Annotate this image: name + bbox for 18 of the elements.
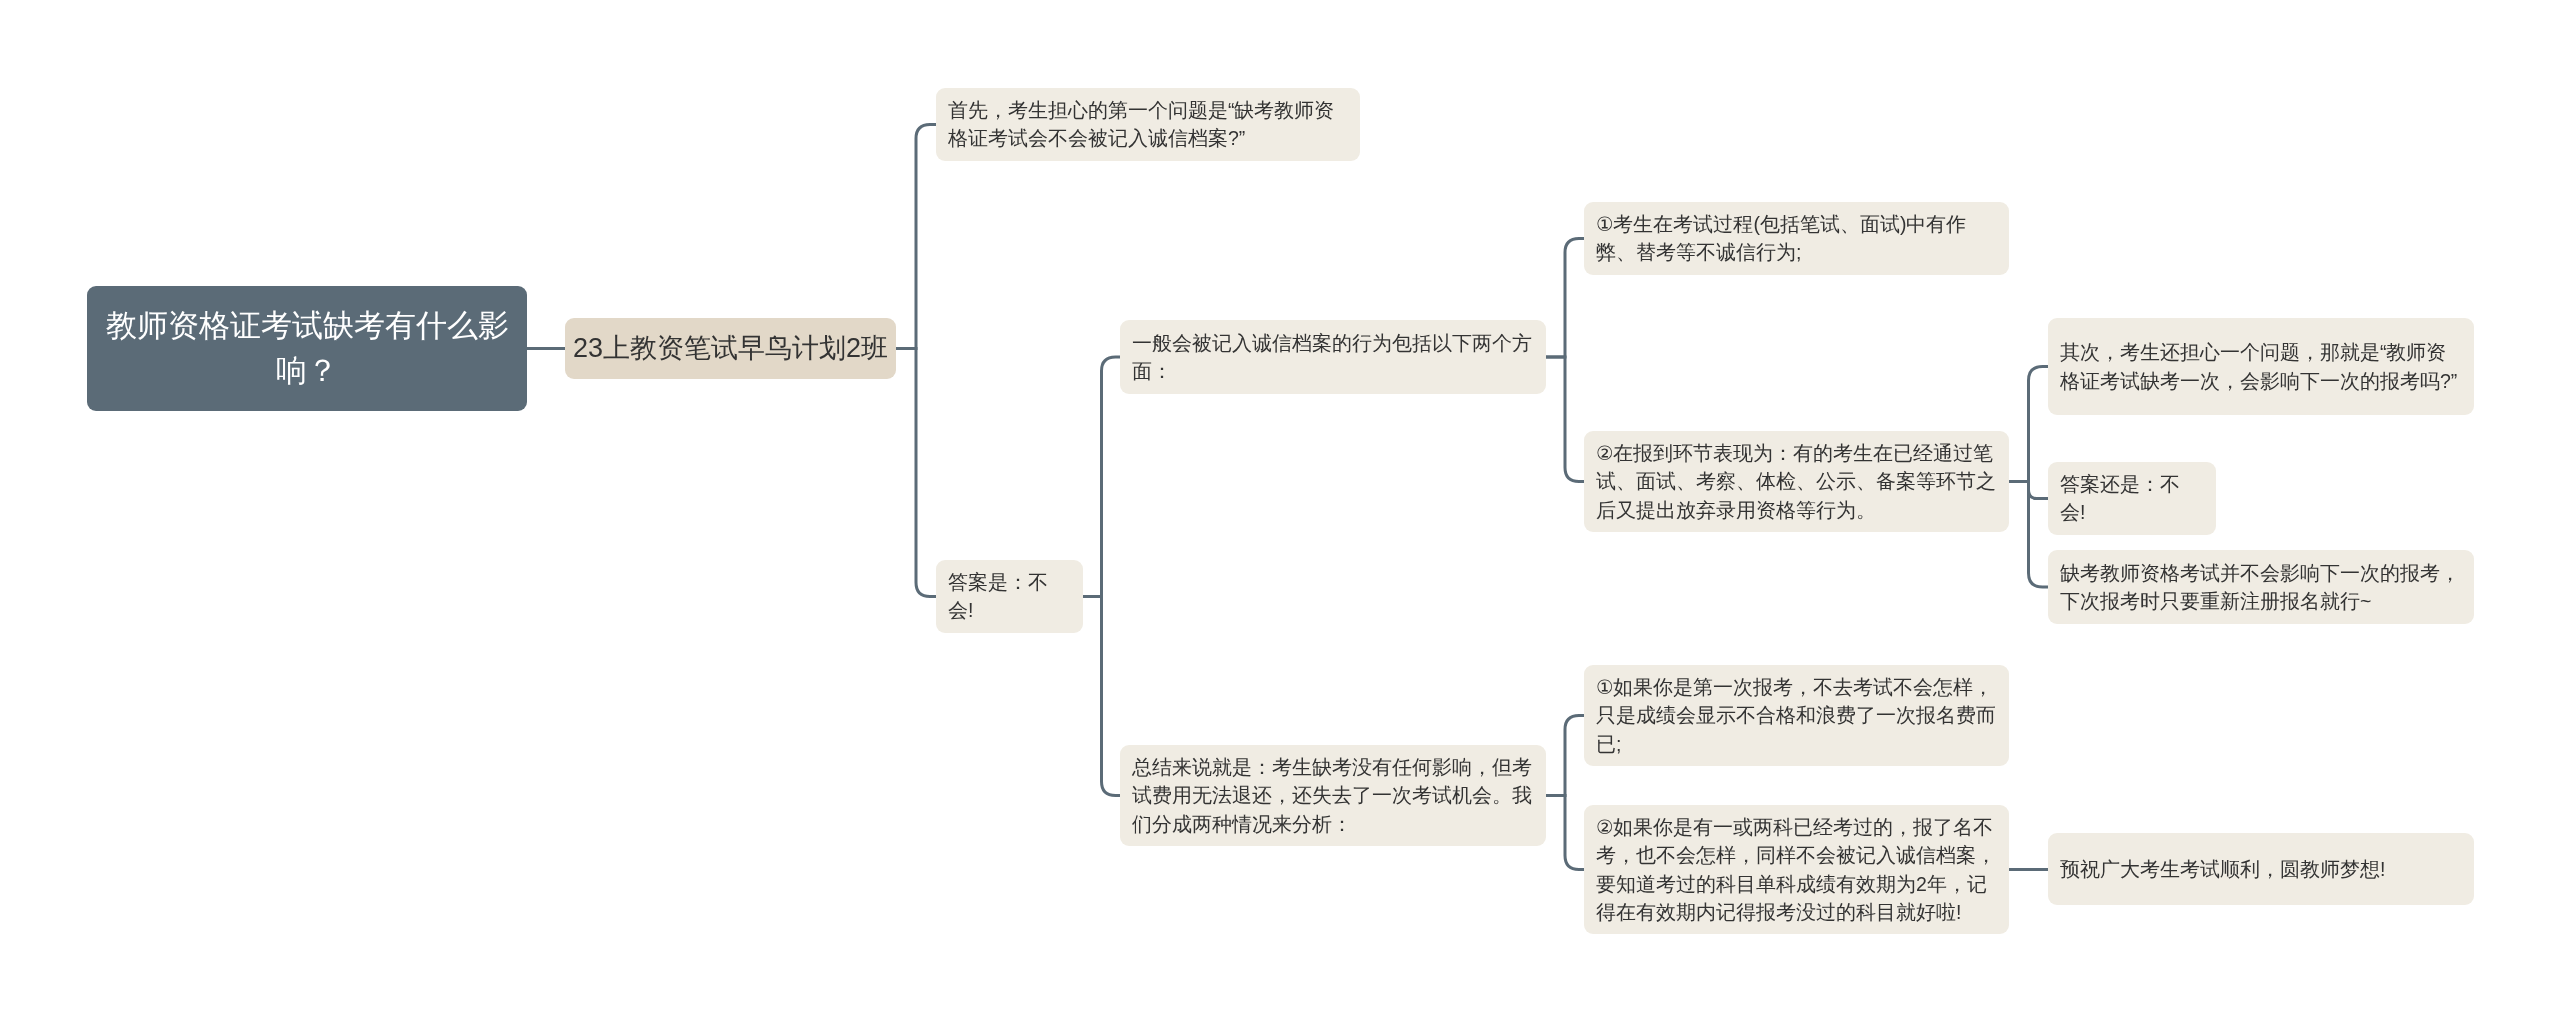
subtopic-box: ①如果你是第一次报考，不去考试不会怎样，只是成绩会显示不合格和浪费了一次报名费而已; bbox=[1584, 665, 2009, 766]
subtopic-box: ②在报到环节表现为：有的考生在已经通过笔试、面试、考察、体检、公示、备案等环节之后又提出放弃录用资格等行为。 bbox=[1584, 431, 2009, 532]
subtopic-box: 其次，考生还担心一个问题，那就是“教师资格证考试缺考一次，会影响下一次的报考吗?” bbox=[2048, 318, 2474, 415]
connector-line bbox=[1546, 794, 1584, 871]
subtopic-box: 预祝广大考生考试顺利，圆教师梦想! bbox=[2048, 833, 2474, 905]
connector-line bbox=[527, 347, 565, 350]
subtopic-box: 答案是：不会! bbox=[936, 560, 1083, 633]
topic-box: 23上教资笔试早鸟计划2班 bbox=[565, 318, 896, 379]
subtopic-box: ①考生在考试过程(包括笔试、面试)中有作弊、替考等不诚信行为; bbox=[1584, 202, 2009, 275]
subtopic-box: 一般会被记入诚信档案的行为包括以下两个方面： bbox=[1120, 320, 1546, 394]
connector-line bbox=[2009, 868, 2048, 871]
subtopic-box: ②如果你是有一或两科已经考过的，报了名不考，也不会怎样，同样不会被记入诚信档案，要知道考过的科目单科成绩有效期为2年，记得在有效期内记得报考没过的科目就好啦! bbox=[1584, 805, 2009, 935]
root-topic-box: 教师资格证考试缺考有什么影响？ bbox=[87, 286, 527, 411]
subtopic-box: 首先，考生担心的第一个问题是“缺考教师资格证考试会不会被记入诚信档案?” bbox=[936, 88, 1360, 161]
subtopic-box: 总结来说就是：考生缺考没有任何影响，但考试费用无法退还，还失去了一次考试机会。我们分成两种情况来分析： bbox=[1120, 745, 1546, 846]
subtopic-box: 缺考教师资格考试并不会影响下一次的报考，下次报考时只要重新注册报名就行~ bbox=[2048, 550, 2474, 624]
connector-line bbox=[1546, 355, 1584, 483]
subtopic-box: 答案还是：不会! bbox=[2048, 462, 2216, 535]
